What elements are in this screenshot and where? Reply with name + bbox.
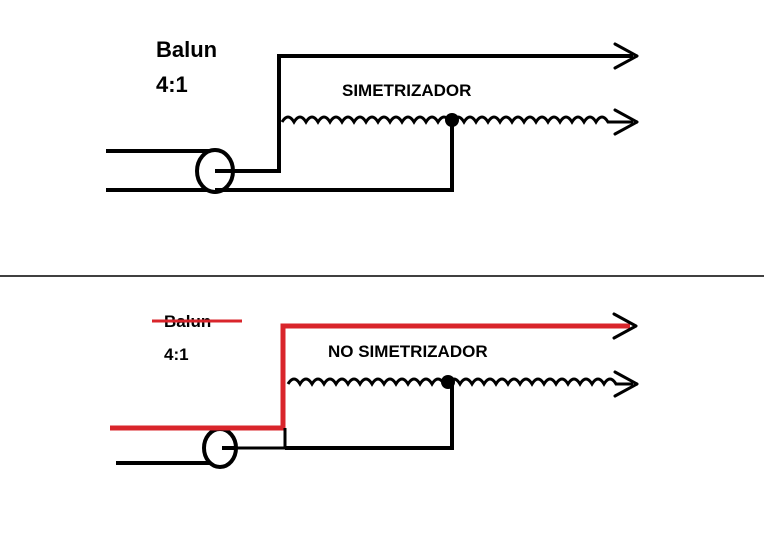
- bottom-panel: Balun 4:1 NO SIMETRIZADOR: [110, 312, 639, 469]
- top-shield-return: [215, 120, 454, 192]
- top-caption: SIMETRIZADOR: [342, 81, 471, 100]
- top-ratio-label: 4:1: [156, 72, 188, 97]
- coil-winding-icon: [280, 108, 639, 136]
- coax-connector-icon: [106, 148, 235, 194]
- top-panel: Balun 4:1 SIMETRIZADOR: [106, 37, 639, 194]
- bottom-caption: NO SIMETRIZADOR: [328, 342, 488, 361]
- coil-winding-icon: [286, 370, 639, 398]
- bottom-ratio-label: 4:1: [164, 345, 189, 364]
- top-upper-conductor: [215, 42, 639, 173]
- bottom-shield-return: [222, 382, 454, 450]
- top-balun-label: Balun: [156, 37, 217, 62]
- bottom-upper-conductor: [110, 312, 638, 431]
- coax-connector-icon: [116, 427, 285, 469]
